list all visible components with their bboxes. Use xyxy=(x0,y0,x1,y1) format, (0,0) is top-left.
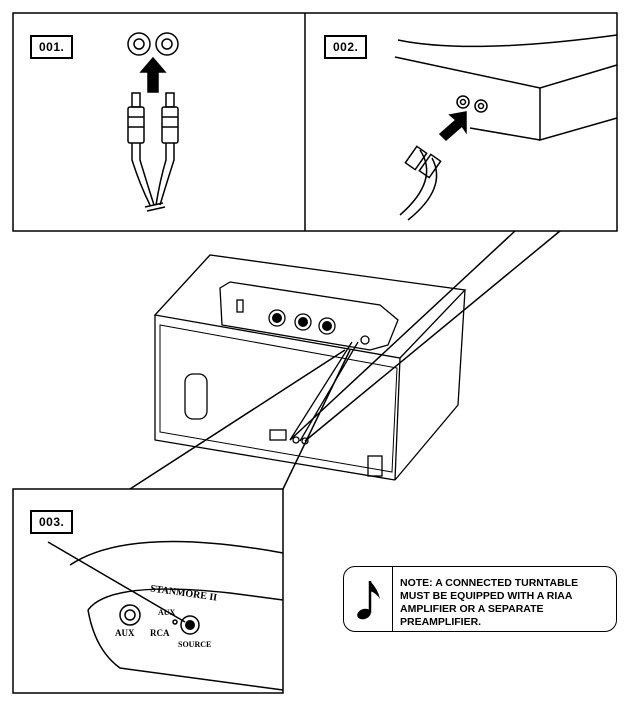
top-panel-closeup-003 xyxy=(47,540,284,691)
step-label-002: 002. xyxy=(324,35,368,59)
step-label-001: 001. xyxy=(30,35,74,59)
top-panels-frame xyxy=(12,12,618,232)
rca-plugs-001 xyxy=(127,92,179,212)
panel-003-frame xyxy=(12,488,284,694)
rca-sockets-001 xyxy=(127,32,179,56)
turntable-002 xyxy=(394,34,618,221)
aux-small-label: AUX xyxy=(158,608,176,617)
note-text: NOTE: A CONNECTED TURNTABLE MUST BE EQUI… xyxy=(400,577,579,628)
music-note-icon xyxy=(344,567,393,631)
arrow-diagonal-icon xyxy=(438,111,467,142)
arrow-up-icon xyxy=(139,56,167,93)
rca-label: RCA xyxy=(150,628,170,638)
aux-input-label: AUX xyxy=(115,628,135,638)
step-label-003: 003. xyxy=(30,510,74,534)
note-box: NOTE: A CONNECTED TURNTABLE MUST BE EQUI… xyxy=(343,566,617,632)
source-label: SOURCE xyxy=(178,640,212,649)
speaker-drawing xyxy=(153,254,467,481)
